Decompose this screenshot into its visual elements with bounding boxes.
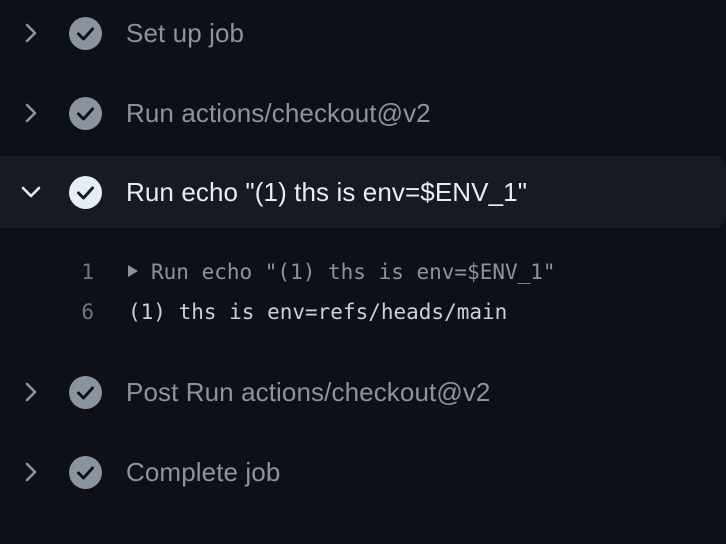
step-label: Complete job: [126, 456, 281, 487]
check-circle-icon: [69, 175, 102, 209]
step-run-checkout[interactable]: Run actions/checkout@v2: [0, 77, 726, 149]
step-label: Run echo "(1) ths is env=$ENV_1": [126, 176, 528, 207]
log-line-text: (1) ths is env=refs/heads/main: [128, 300, 508, 324]
check-circle-icon: [69, 455, 102, 489]
log-line-group[interactable]: 1 Run echo "(1) ths is env=$ENV_1": [0, 252, 726, 292]
chevron-right-icon[interactable]: [20, 381, 42, 403]
chevron-right-icon[interactable]: [20, 461, 42, 483]
step-label: Set up job: [126, 17, 245, 48]
line-number[interactable]: 6: [81, 300, 94, 324]
chevron-right-icon[interactable]: [20, 22, 42, 44]
expand-triangle-icon[interactable]: [128, 265, 138, 277]
line-number[interactable]: 1: [81, 260, 94, 284]
log-line-text: Run echo "(1) ths is env=$ENV_1": [151, 260, 556, 284]
step-post-run-checkout[interactable]: Post Run actions/checkout@v2: [0, 356, 726, 428]
chevron-right-icon[interactable]: [20, 102, 42, 124]
step-log-output: 1 Run echo "(1) ths is env=$ENV_1" 6 (1)…: [0, 250, 726, 332]
chevron-down-icon[interactable]: [20, 181, 42, 203]
step-label: Post Run actions/checkout@v2: [126, 376, 491, 407]
step-set-up-job[interactable]: Set up job: [0, 0, 726, 69]
step-label: Run actions/checkout@v2: [126, 97, 431, 128]
step-complete-job[interactable]: Complete job: [0, 436, 726, 508]
check-circle-icon: [69, 375, 102, 409]
log-line: 6 (1) ths is env=refs/heads/main: [0, 292, 726, 332]
step-run-echo[interactable]: Run echo "(1) ths is env=$ENV_1": [0, 156, 726, 228]
check-circle-icon: [69, 96, 102, 130]
check-circle-icon: [69, 16, 102, 50]
